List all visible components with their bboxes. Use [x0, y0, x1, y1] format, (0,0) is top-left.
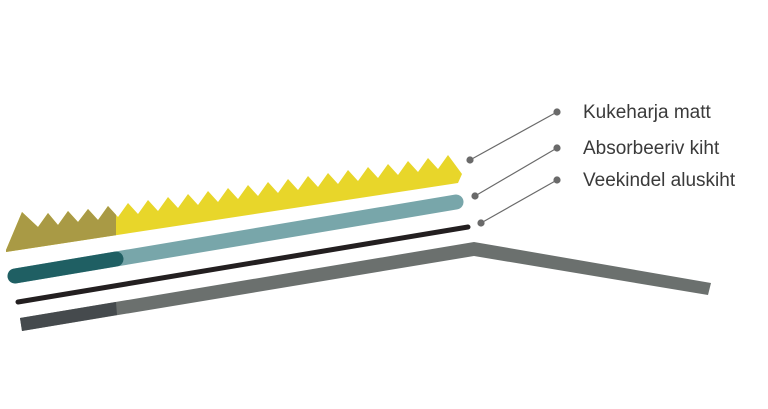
- label-mat: Kukeharja matt: [583, 102, 712, 123]
- base-layer: [20, 242, 711, 331]
- mat-spikes-dark: [6, 155, 116, 252]
- leader-line-absorbent: [474, 147, 558, 197]
- leader-dot-absorbent-start: [471, 192, 479, 200]
- base-bar-dark: [20, 302, 117, 331]
- leader-dot-waterproof-start: [477, 219, 485, 227]
- leader-line-mat: [469, 111, 558, 161]
- base-bar-main: [20, 242, 711, 331]
- absorbent-layer: [7, 194, 464, 284]
- waterproof-membrane-line: [15, 224, 471, 305]
- absorbent-bar-dark: [7, 251, 124, 284]
- leader-dot-absorbent-end: [553, 144, 561, 152]
- leader-line-waterproof: [480, 179, 558, 224]
- label-absorbent: Absorbeeriv kiht: [583, 138, 720, 159]
- label-waterproof: Veekindel aluskiht: [583, 170, 736, 191]
- leader-dot-waterproof-end: [553, 176, 561, 184]
- leader-lines: [466, 108, 561, 227]
- leader-dot-mat-end: [553, 108, 561, 116]
- leader-dot-mat-start: [466, 156, 474, 164]
